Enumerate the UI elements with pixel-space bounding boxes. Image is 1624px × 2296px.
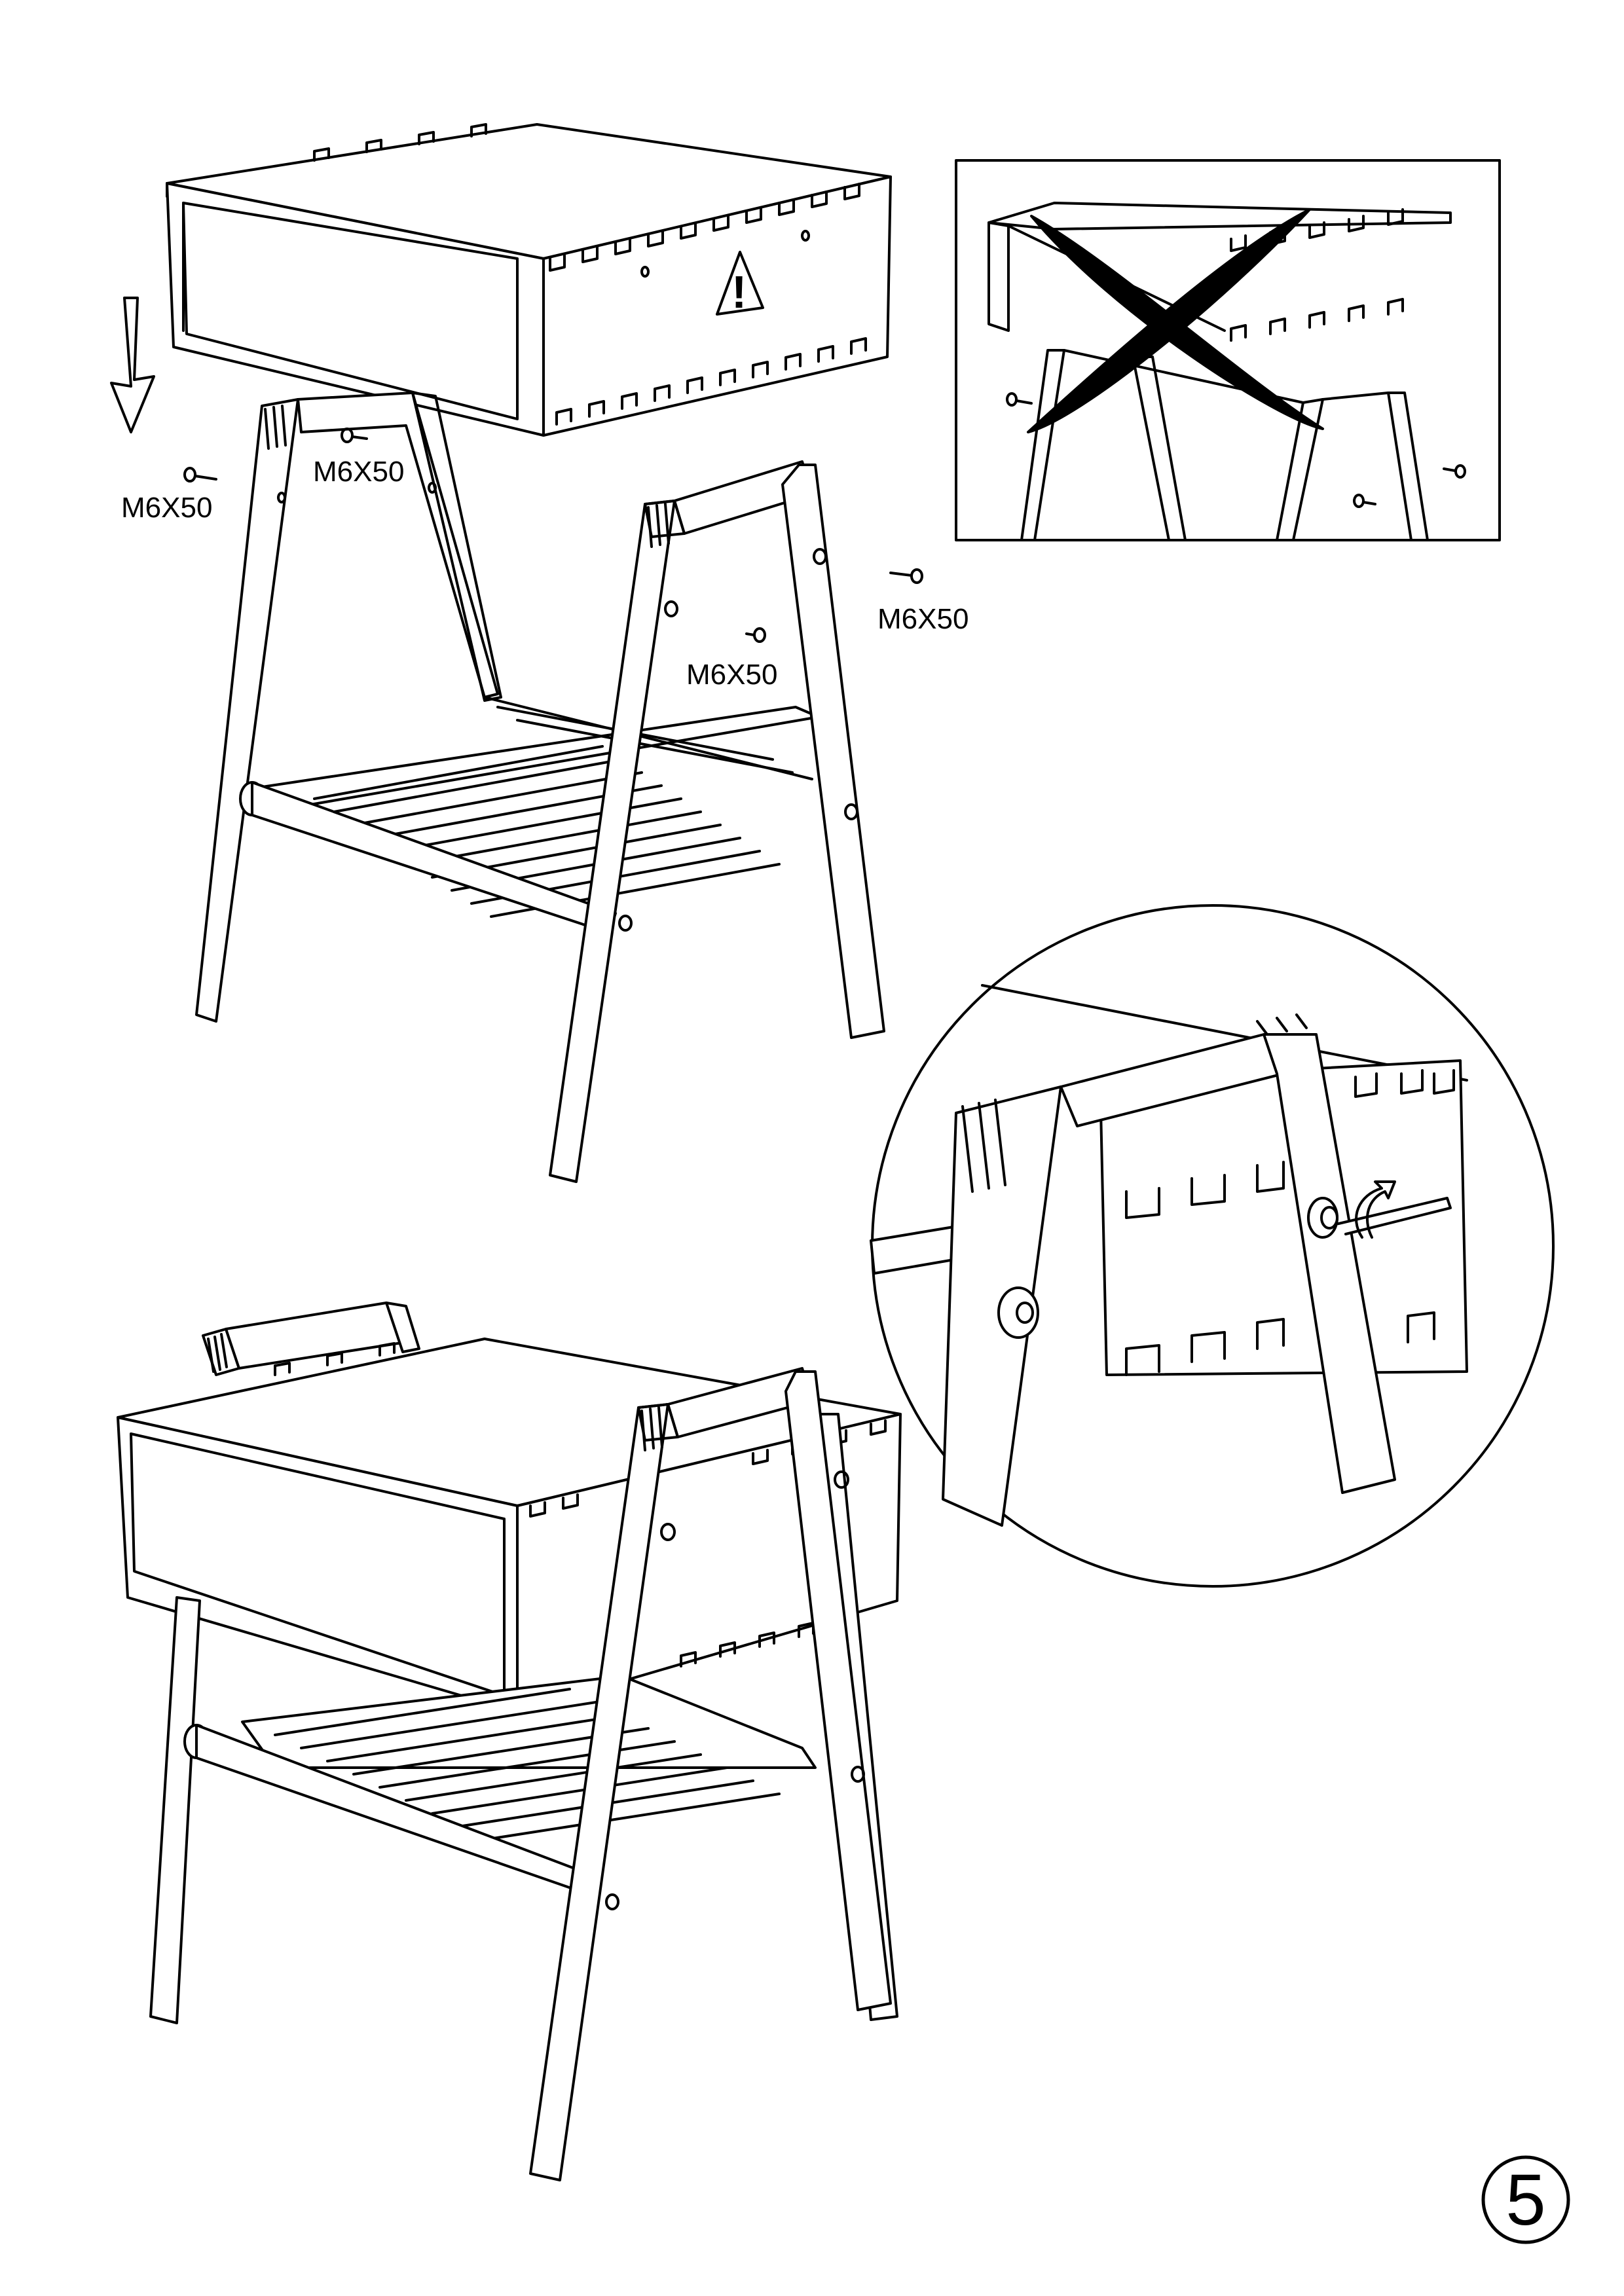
top-assembly bbox=[110, 123, 923, 1183]
cabinet-box bbox=[166, 123, 892, 437]
screw-icon bbox=[1006, 392, 1466, 508]
screw-label: M6X50 bbox=[121, 492, 212, 524]
screw-label: M6X50 bbox=[686, 659, 777, 691]
right-leg-frame bbox=[549, 460, 885, 1183]
bottom-assembly bbox=[117, 1302, 902, 2181]
slatted-shelf bbox=[239, 696, 820, 934]
warning-triangle-icon bbox=[716, 251, 764, 316]
allen-key-icon bbox=[1335, 1180, 1452, 1239]
wrong-orientation-inset bbox=[955, 159, 1501, 541]
screw-icon bbox=[183, 428, 923, 643]
left-leg-frame bbox=[195, 392, 502, 1023]
cross-out-icon bbox=[1027, 208, 1324, 433]
step-number-badge: 5 bbox=[1481, 2155, 1570, 2244]
step-number: 5 bbox=[1505, 2160, 1545, 2240]
bolt-head bbox=[997, 1197, 1338, 1339]
screw-label: M6X50 bbox=[313, 456, 404, 488]
arrow-down-icon bbox=[110, 297, 155, 433]
screw-label: M6X50 bbox=[877, 603, 969, 635]
warning-mark: ! bbox=[731, 266, 747, 318]
detail-zoom bbox=[870, 904, 1555, 1588]
